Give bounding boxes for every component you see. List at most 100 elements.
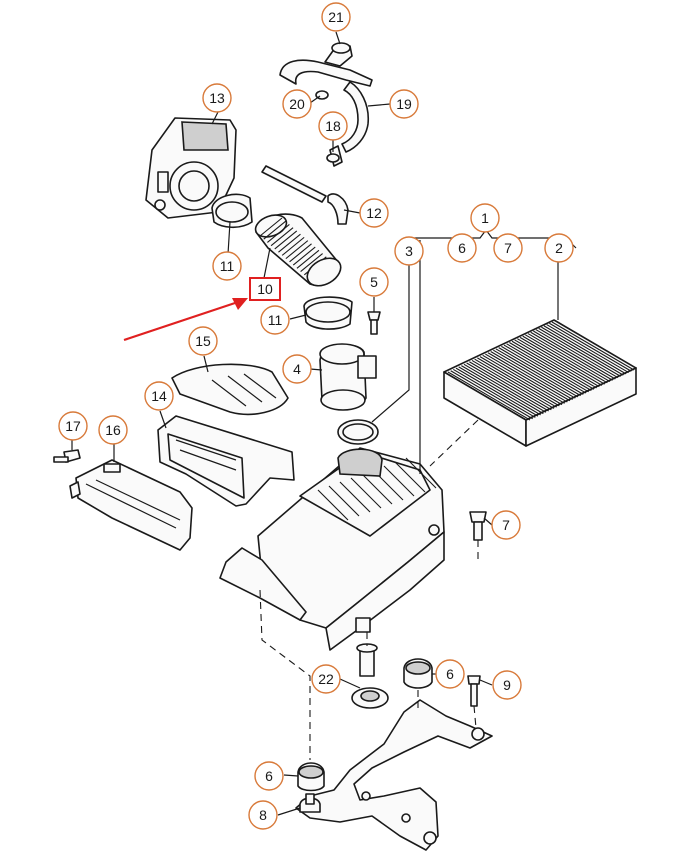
callout-c6a[interactable]: 6: [447, 233, 477, 263]
filter-pleats-line: [461, 365, 544, 415]
callout-c7a[interactable]: 7: [493, 233, 523, 263]
filter-pleats-line: [479, 356, 563, 406]
callout-number: 8: [259, 807, 267, 823]
callout-number: 14: [151, 388, 167, 404]
housing-ribs-line: [361, 473, 393, 505]
hose-ribs-line: [263, 220, 287, 240]
air-mass-meter: [319, 343, 377, 411]
callout-number: 7: [504, 240, 512, 256]
callout-c19[interactable]: 19: [389, 89, 419, 119]
callout-c6c[interactable]: 6: [254, 761, 284, 791]
filter-pleats-line: [541, 326, 624, 376]
housing-ribs-line: [394, 461, 426, 493]
callout-number: 6: [446, 666, 454, 682]
grommet-22: [351, 643, 389, 709]
filter-pleats-line: [450, 370, 533, 420]
callout-c20[interactable]: 20: [282, 89, 312, 119]
callout-c2[interactable]: 2: [544, 233, 574, 263]
callout-ring: [492, 670, 522, 700]
filter-pleats-line: [490, 351, 573, 400]
callout-ring: [359, 267, 389, 297]
callout-c3[interactable]: 3: [394, 236, 424, 266]
filter-pleats-line: [463, 363, 547, 413]
housing-ribs-line: [328, 485, 360, 517]
filter-pleats-line: [458, 366, 541, 416]
filter-pleats-line: [551, 321, 635, 371]
callout-c5[interactable]: 5: [359, 267, 389, 297]
filter-pleats-line: [477, 357, 560, 407]
callout-c18[interactable]: 18: [318, 111, 348, 141]
housing-ribs-line: [339, 481, 371, 513]
rubber-mount-6-lower: [297, 762, 325, 792]
intake-cover-plate: [171, 363, 289, 416]
air-filter-housing: [219, 447, 445, 651]
callout-ring: [359, 198, 389, 228]
screw-5: [367, 311, 381, 335]
callout-c7b[interactable]: 7: [491, 510, 521, 540]
callout-ring: [435, 659, 465, 689]
filter-pleats-line: [535, 329, 619, 379]
hose-ribs-line: [296, 249, 320, 269]
housing-ribs-line: [405, 457, 437, 489]
filter-pleats-line: [543, 325, 627, 375]
filter-pleats-line: [487, 352, 571, 402]
callout-ring: [202, 83, 232, 113]
filter-pleats-line: [447, 371, 531, 421]
housing-ribs-line: [317, 489, 349, 521]
part-10-label: 10: [257, 281, 273, 297]
callout-c17[interactable]: 17: [58, 411, 88, 441]
callout-number: 19: [396, 96, 412, 112]
filter-pleats-line: [517, 338, 600, 388]
callout-c12[interactable]: 12: [359, 198, 389, 228]
callout-ring: [470, 203, 500, 233]
callout-number: 16: [105, 422, 121, 438]
callout-number: 15: [195, 333, 211, 349]
gasket-seal-strip: [261, 165, 349, 225]
hose-ribs-line: [300, 253, 323, 272]
callout-c6b[interactable]: 6: [435, 659, 465, 689]
part-10-highlight[interactable]: 10: [249, 277, 281, 301]
callout-c22[interactable]: 22: [311, 664, 341, 694]
filter-pleats-line: [546, 324, 629, 374]
callout-number: 5: [370, 274, 378, 290]
callout-ring: [389, 89, 419, 119]
callout-number: 1: [481, 210, 489, 226]
callout-ring: [248, 800, 278, 830]
callout-c9[interactable]: 9: [492, 670, 522, 700]
callout-c11a[interactable]: 11: [212, 251, 242, 281]
callout-ring: [254, 761, 284, 791]
air-filter-element: [443, 319, 637, 447]
filter-pleats-line: [511, 340, 595, 390]
filter-pleats-line: [469, 361, 552, 411]
filter-pleats-line: [474, 358, 557, 408]
filter-pleats-line: [519, 336, 603, 386]
housing-ribs-line: [383, 465, 415, 497]
intake-hose: [254, 213, 342, 287]
filter-pleats-line: [549, 322, 632, 372]
callout-c1[interactable]: 1: [470, 203, 500, 233]
callout-c4[interactable]: 4: [282, 354, 312, 384]
filter-pleats-line: [503, 344, 587, 394]
callout-c8[interactable]: 8: [248, 800, 278, 830]
hose-clamp-lower: [303, 296, 353, 330]
screw-17: [53, 449, 81, 463]
callout-ring: [282, 354, 312, 384]
callout-ring: [544, 233, 574, 263]
callout-c15[interactable]: 15: [188, 326, 218, 356]
callout-number: 22: [318, 671, 334, 687]
hose-ribs-line: [285, 240, 309, 260]
callout-c13[interactable]: 13: [202, 83, 232, 113]
hose-ribs-line: [274, 230, 298, 250]
filter-pleats-line: [514, 339, 597, 389]
filter-pleats-line: [466, 362, 549, 412]
callout-c16[interactable]: 16: [98, 415, 128, 445]
callout-number: 9: [503, 677, 511, 693]
callout-c21a[interactable]: 21: [321, 2, 351, 32]
callout-number: 12: [366, 205, 382, 221]
filter-pleats-line: [485, 353, 568, 403]
callout-c11b[interactable]: 11: [260, 305, 290, 335]
callout-c14[interactable]: 14: [144, 381, 174, 411]
callout-number: 6: [265, 768, 273, 784]
